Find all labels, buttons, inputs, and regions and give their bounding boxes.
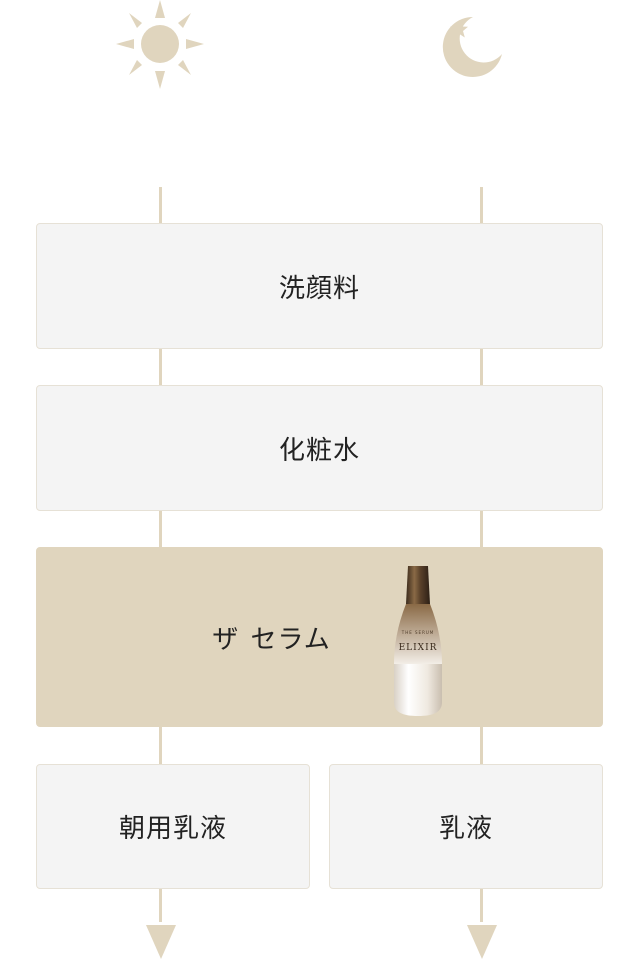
- morning-arrow-icon: [145, 925, 176, 959]
- step-emulsion[interactable]: 乳液: [329, 764, 603, 889]
- step-the-serum[interactable]: ザ セラム THE SERUM ELIXIR: [36, 547, 603, 727]
- step-morning-emulsion[interactable]: 朝用乳液: [36, 764, 310, 889]
- step-label: 朝用乳液: [118, 814, 227, 844]
- moon-star-icon: [442, 16, 502, 77]
- step-label: 洗顔料: [278, 273, 360, 304]
- product-subtitle: THE SERUM: [401, 630, 434, 635]
- step-cleanser[interactable]: 洗顔料: [36, 223, 603, 349]
- sun-icon: [116, 0, 204, 89]
- step-lotion[interactable]: 化粧水: [36, 385, 603, 511]
- night-arrow-icon: [466, 925, 497, 959]
- step-label: ザ セラム: [212, 624, 331, 655]
- product-brand: ELIXIR: [399, 643, 438, 653]
- step-label: 乳液: [438, 814, 493, 844]
- step-label: 化粧水: [278, 435, 360, 466]
- serum-bottle-image: THE SERUM ELIXIR: [394, 566, 442, 716]
